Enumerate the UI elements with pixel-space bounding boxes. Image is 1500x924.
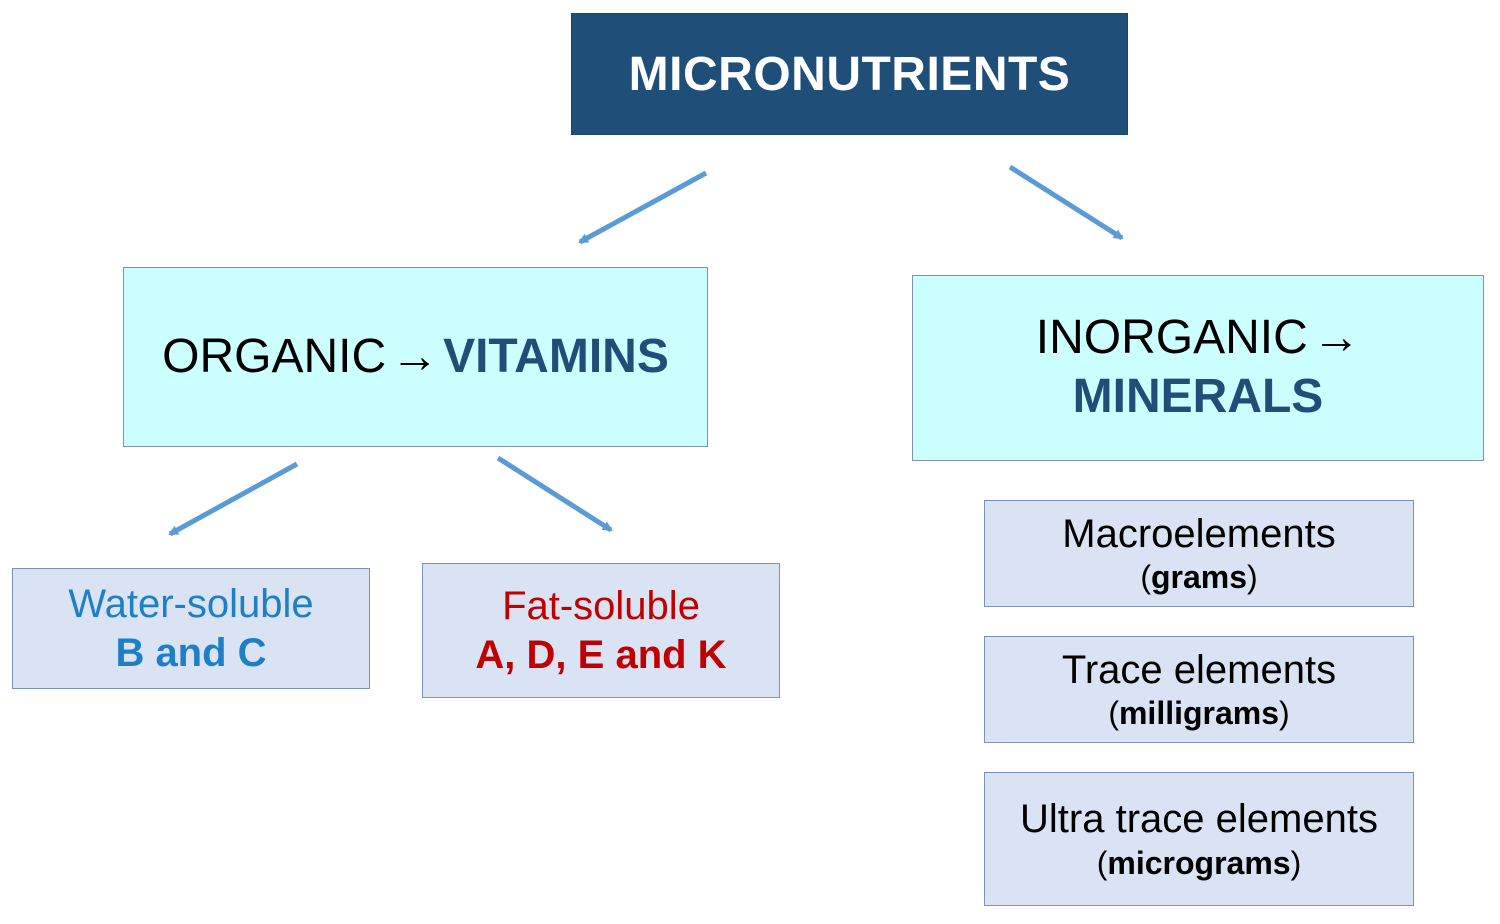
vitamins-label: VITAMINS <box>443 329 669 383</box>
organic-arrow: → <box>390 329 439 383</box>
arrow-to-inorganic <box>1008 164 1124 241</box>
fat-soluble-label: Fat-soluble <box>502 583 700 628</box>
macroelements-unit-value: grams <box>1150 559 1248 596</box>
ultra-trace-elements-unit-value: micrograms <box>1107 844 1291 881</box>
inorganic-label: INORGANIC <box>1035 311 1308 365</box>
micronutrients-box: MICRONUTRIENTS <box>571 13 1128 135</box>
fat-soluble-box: Fat-soluble A, D, E and K <box>422 563 780 698</box>
fat-soluble-vitamins: A, D, E and K <box>475 632 727 677</box>
organic-label: ORGANIC <box>162 329 387 383</box>
arrow-to-organic <box>578 170 708 245</box>
arrow-to-fat-soluble <box>496 455 613 533</box>
water-soluble-label: Water-soluble <box>68 581 314 626</box>
macroelements-label: Macroelements <box>1062 511 1336 556</box>
minerals-label: MINERALS <box>1072 370 1324 423</box>
trace-elements-unit-value: milligrams <box>1118 695 1280 732</box>
ultra-trace-elements-box: Ultra trace elements (micrograms) <box>984 772 1414 906</box>
ultra-trace-elements-label: Ultra trace elements <box>1020 797 1378 842</box>
trace-elements-unit: (milligrams) <box>1108 695 1290 732</box>
micronutrients-title: MICRONUTRIENTS <box>628 47 1071 101</box>
ultra-trace-elements-unit: (micrograms) <box>1096 844 1302 881</box>
trace-elements-box: Trace elements (milligrams) <box>984 636 1414 743</box>
inorganic-minerals-box: INORGANIC → MINERALS <box>912 275 1484 461</box>
organic-vitamins-box: ORGANIC → VITAMINS <box>123 267 708 447</box>
arrow-to-water-soluble <box>168 461 299 537</box>
macroelements-box: Macroelements (grams) <box>984 500 1414 607</box>
macroelements-unit: (grams) <box>1140 559 1258 596</box>
water-soluble-vitamins: B and C <box>115 630 267 675</box>
water-soluble-box: Water-soluble B and C <box>12 568 370 689</box>
inorganic-arrow: → <box>1312 311 1361 365</box>
trace-elements-label: Trace elements <box>1061 647 1337 692</box>
